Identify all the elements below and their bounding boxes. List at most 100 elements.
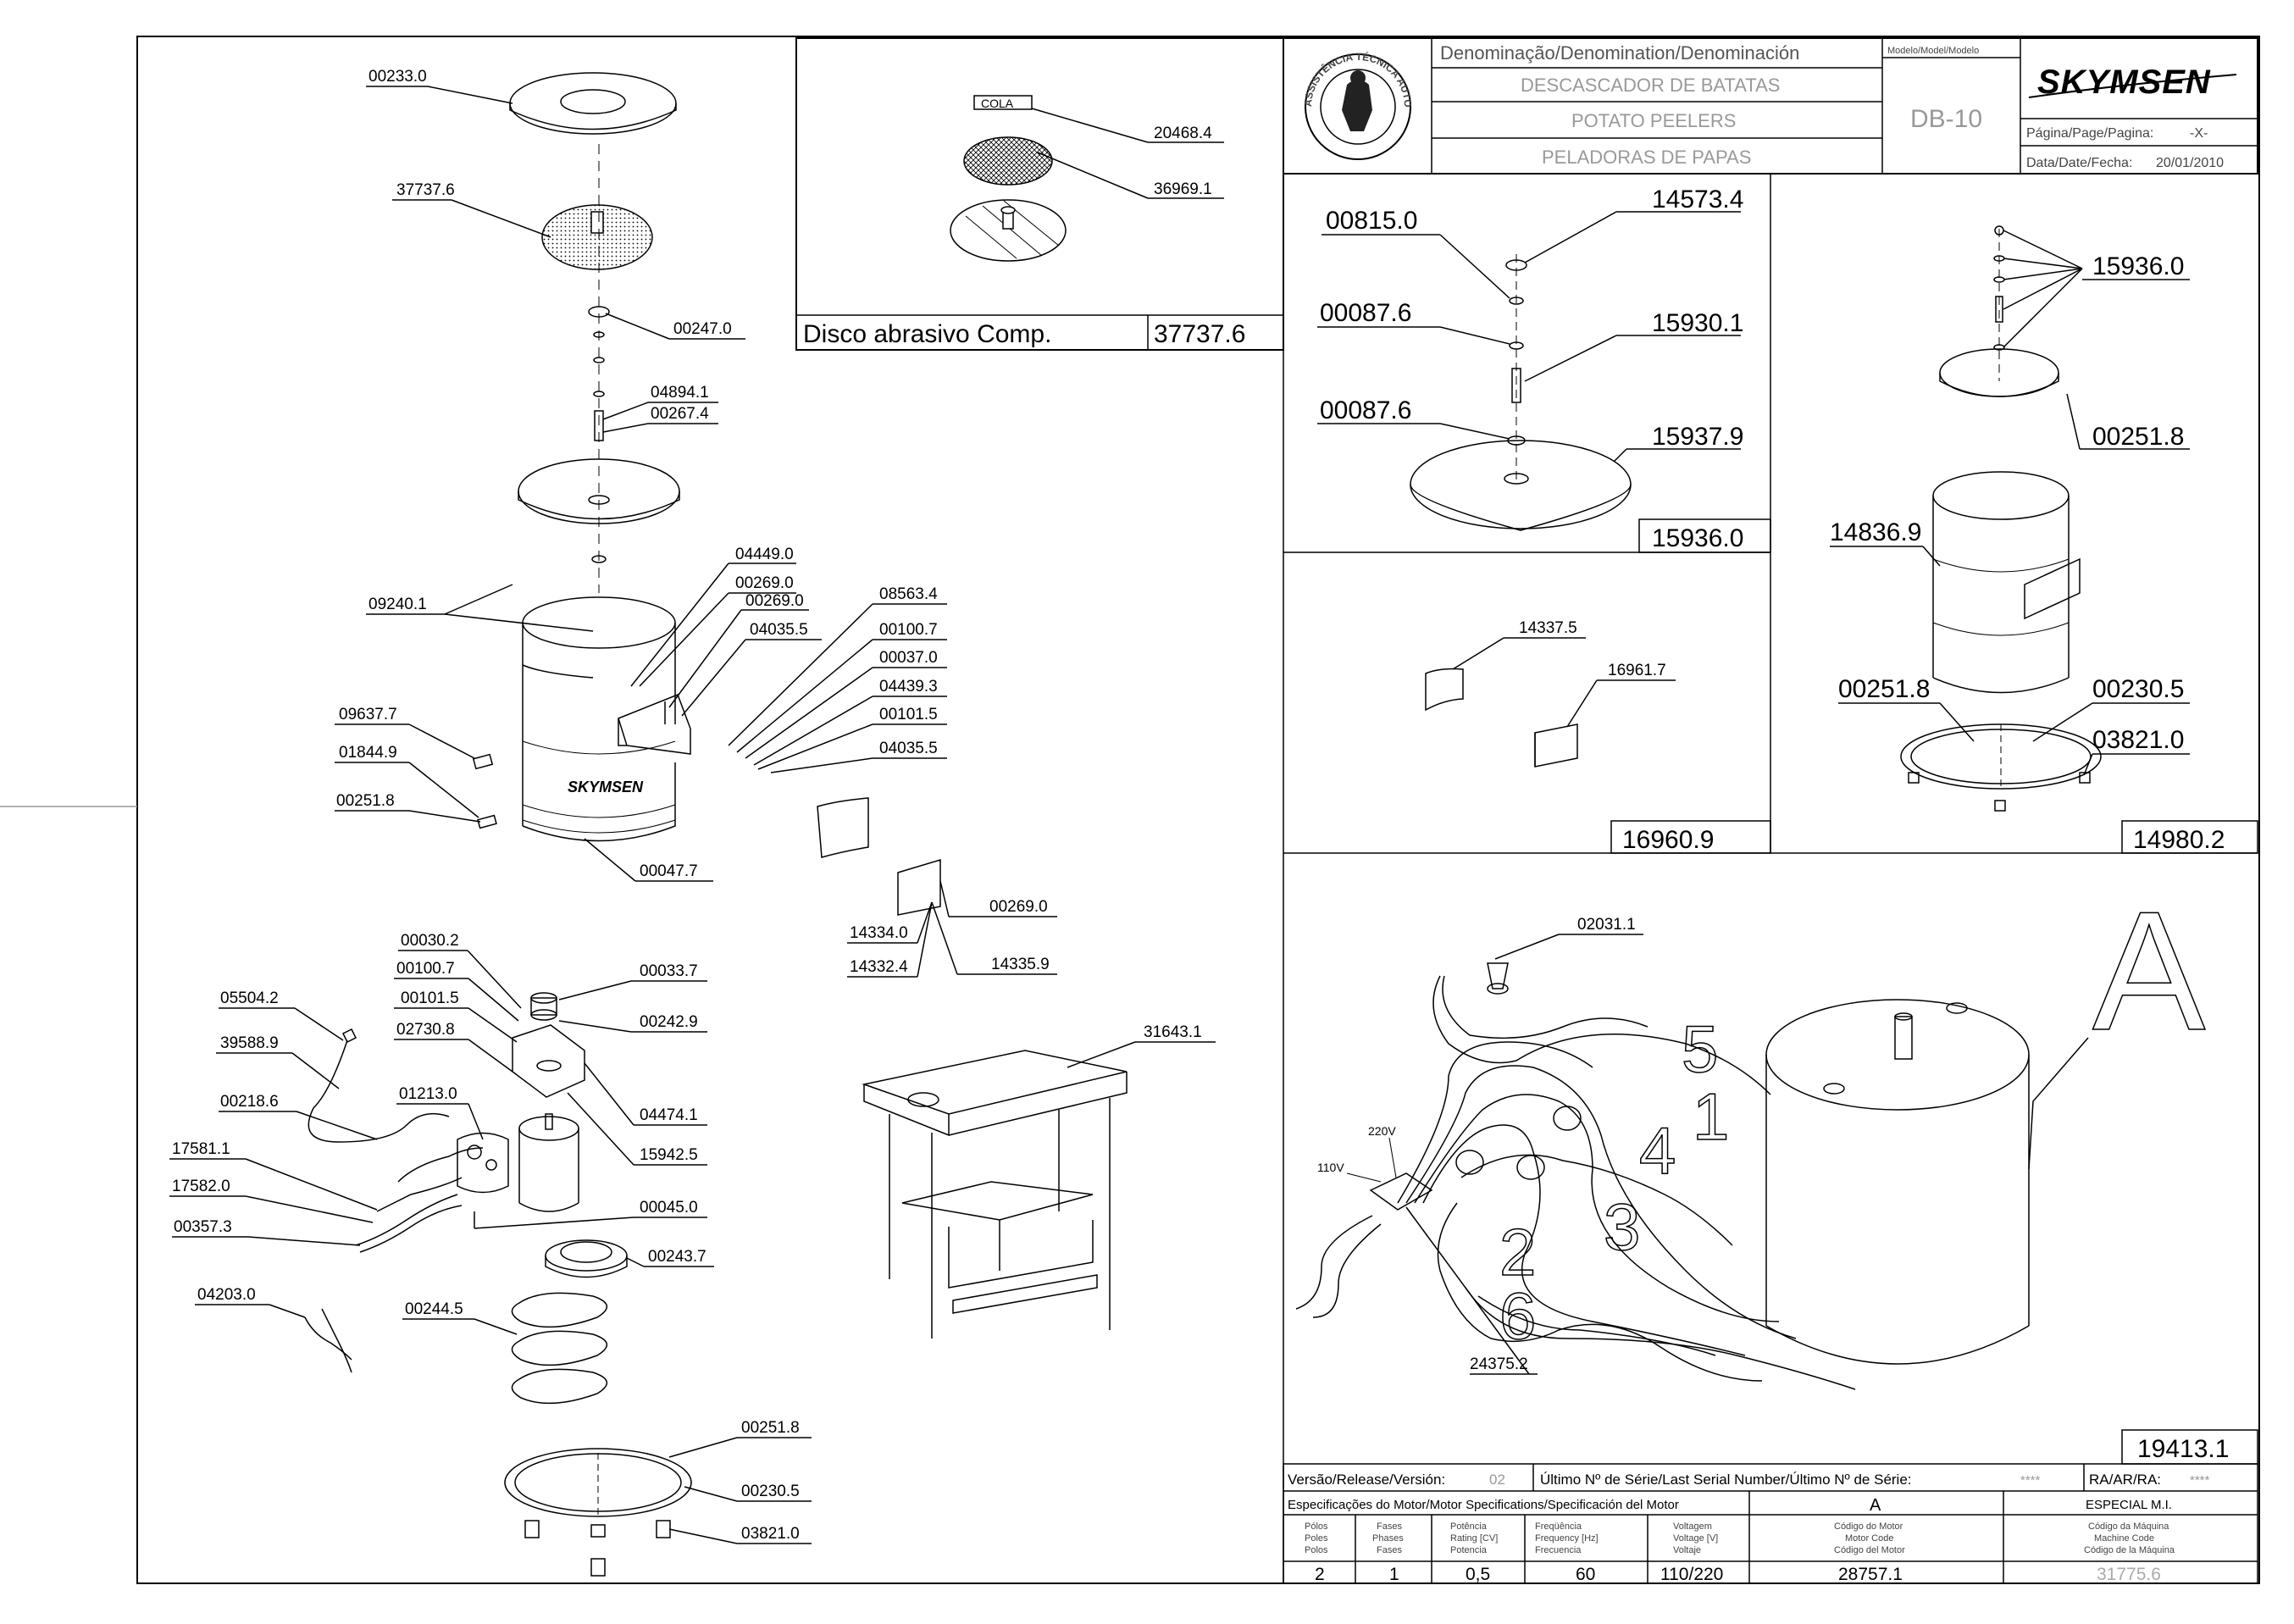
- part-number-label: 00047.7: [640, 862, 698, 880]
- panel-wiring-code: 19413.1: [2137, 1435, 2229, 1463]
- part-number-label: 00251.8: [741, 1419, 800, 1437]
- part-number-label: 24375.2: [1470, 1355, 1528, 1373]
- part-number-label: Código do Motor: [1834, 1521, 1903, 1532]
- part-number-label: Voltage [V]: [1673, 1533, 1718, 1544]
- machine-name-pt: DESCASCADOR DE BATATAS: [1521, 75, 1780, 96]
- part-number-label: Voltaje: [1673, 1545, 1701, 1555]
- part-number-label: Fases: [1377, 1521, 1402, 1532]
- spec-voltage: 110/220: [1660, 1565, 1723, 1584]
- label-220v: 220V: [1368, 1124, 1396, 1138]
- special-label: ESPECIAL M.I.: [2086, 1498, 2172, 1512]
- page-label: Página/Page/Pagina:: [2026, 126, 2153, 141]
- drawing-border: [136, 36, 2260, 1584]
- part-number-label: 15930.1: [1652, 309, 1743, 337]
- part-number-label: 5: [1682, 1012, 1718, 1086]
- part-number-label: 31643.1: [1144, 1023, 1202, 1041]
- part-number-label: 04449.0: [735, 546, 794, 563]
- inset-title: Disco abrasivo Comp.: [803, 320, 1051, 348]
- part-number-label: 15936.0: [2092, 252, 2184, 280]
- part-number-label: Machine Code: [2094, 1533, 2154, 1544]
- part-number-label: Fases: [1377, 1545, 1402, 1555]
- part-number-label: 04439.3: [879, 678, 938, 696]
- brand-on-chamber: SKYMSEN: [568, 779, 644, 795]
- part-number-label: 00101.5: [401, 989, 459, 1007]
- part-number-label: 05504.2: [220, 989, 279, 1007]
- motor-letter: A: [1870, 1496, 1881, 1515]
- svg-text:ASSISTÊNCIA TÉCNICA AUTORIZADA: ASSISTÊNCIA TÉCNICA AUTORIZADA: [0, 0, 1414, 108]
- part-number-label: 09240.1: [368, 596, 427, 613]
- part-number-label: 2: [1499, 1215, 1536, 1289]
- part-number-label: 00251.8: [336, 792, 395, 810]
- part-number-label: Pólos: [1305, 1521, 1328, 1532]
- motor-spec-header: Especificações do Motor/Motor Specificat…: [1288, 1498, 1679, 1512]
- part-number-label: 04035.5: [879, 740, 938, 757]
- date-label: Data/Date/Fecha:: [2026, 156, 2132, 170]
- part-number-label: 00087.6: [1320, 396, 1411, 424]
- part-number-label: 00045.0: [640, 1199, 698, 1217]
- part-number-label: 04474.1: [640, 1106, 698, 1124]
- part-number-label: 00233.0: [368, 68, 427, 86]
- spec-frequency: 60: [1576, 1565, 1595, 1584]
- part-number-label: 00251.8: [2092, 423, 2184, 451]
- panel-inlet-cover: 14337.5 16961.7: [1425, 619, 1676, 768]
- part-number-label: 20468.4: [1154, 125, 1212, 142]
- part-number-label: 15942.5: [640, 1146, 698, 1164]
- ra-value: ****: [2190, 1473, 2210, 1488]
- part-number-label: 4: [1639, 1113, 1676, 1188]
- brand-logo: SKYMSEN: [2037, 64, 2211, 101]
- detail-letter: A: [2092, 877, 2206, 1066]
- part-number-label: 01213.0: [399, 1085, 457, 1103]
- panel-lid-assembly: 14573.4 00815.0 00087.6 15930.1 00087.6 …: [1317, 186, 1743, 531]
- part-number-label: 17582.0: [172, 1178, 230, 1195]
- part-number-label: Motor Code: [1845, 1533, 1893, 1544]
- part-number-label: 09637.7: [339, 706, 397, 723]
- serial-label: Último Nº de Série/Last Serial Number/Úl…: [1540, 1472, 1912, 1488]
- part-number-label: 14332.4: [850, 958, 908, 976]
- part-number-label: 01844.9: [339, 744, 397, 762]
- part-number-label: 00100.7: [879, 621, 938, 639]
- part-number-label: 02031.1: [1577, 916, 1636, 934]
- part-number-label: 00243.7: [648, 1248, 706, 1266]
- part-number-label: 03821.0: [741, 1525, 800, 1543]
- date-value: 20/01/2010: [2156, 156, 2224, 170]
- part-number-label: 00230.5: [2092, 675, 2184, 703]
- part-number-label: 00267.4: [651, 405, 709, 423]
- part-number-label: Potencia: [1450, 1545, 1488, 1555]
- panel-16960-code: 16960.9: [1622, 826, 1714, 854]
- panel-chamber: 15936.0 00251.8 14836.9 00251.8 00230.5 …: [1830, 225, 2190, 812]
- spec-table: Versão/Release/Versión: 02 Último Nº de …: [1283, 1463, 2258, 1584]
- part-number-label: 08563.4: [879, 585, 938, 603]
- part-number-label: Rating [CV]: [1450, 1533, 1498, 1544]
- spec-phases: 1: [1389, 1565, 1399, 1584]
- part-number-label: 00815.0: [1326, 207, 1417, 235]
- part-number-label: 00033.7: [640, 962, 698, 980]
- part-number-label: Voltagem: [1673, 1521, 1712, 1532]
- part-number-label: 00030.2: [401, 932, 459, 950]
- label-110v: 110V: [1317, 1161, 1344, 1174]
- part-number-label: 00269.0: [989, 898, 1048, 916]
- part-number-label: 04203.0: [197, 1286, 256, 1304]
- model-header: Modelo/Model/Modelo: [1887, 46, 1979, 56]
- part-number-label: 00244.5: [405, 1300, 463, 1318]
- part-number-label: 00218.6: [220, 1093, 279, 1111]
- part-number-label: 04035.5: [750, 621, 808, 639]
- part-number-label: 00087.6: [1320, 299, 1411, 327]
- part-number-label: Potência: [1450, 1521, 1488, 1532]
- part-number-label: 00269.0: [745, 592, 804, 610]
- part-number-label: 16961.7: [1608, 662, 1666, 679]
- part-number-label: 00251.8: [1838, 675, 1930, 703]
- ra-label: RA/AR/RA:: [2089, 1472, 2161, 1488]
- denomination-header: Denominação/Denomination/Denominación: [1440, 42, 1799, 64]
- title-block: Denominação/Denomination/Denominación DE…: [0, 0, 2258, 175]
- part-number-label: 02730.8: [396, 1021, 455, 1039]
- part-number-label: Polos: [1305, 1545, 1328, 1555]
- page-value: -X-: [2190, 126, 2208, 141]
- part-number-label: 14335.9: [991, 956, 1050, 973]
- spec-machine-code: 31775.6: [2097, 1565, 2161, 1584]
- part-number-label: 39588.9: [220, 1034, 279, 1052]
- version-label: Versão/Release/Versión:: [1288, 1472, 1445, 1488]
- main-exploded-upper: SKYMSEN 00233.0 37737.6 00247.0 04894.1 …: [335, 68, 1057, 978]
- spec-rating: 0,5: [1466, 1565, 1490, 1584]
- part-number-label: 14334.0: [850, 924, 908, 942]
- part-number-label: Código da Máquina: [2088, 1521, 2169, 1532]
